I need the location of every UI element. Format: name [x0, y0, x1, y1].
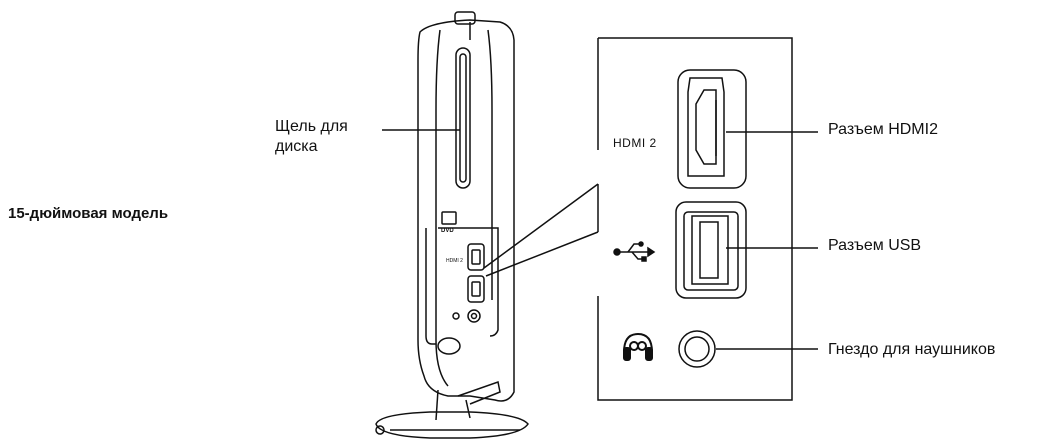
headphone-icon — [623, 332, 653, 361]
device-side-view — [375, 11, 529, 439]
usb-port — [675, 201, 747, 299]
detail-connector-line-2 — [485, 231, 599, 277]
usb-connector-label: Разъем USB — [828, 237, 922, 254]
hdmi-port — [677, 69, 747, 189]
small-hdmi-text: HDMI 2 — [446, 258, 463, 264]
disc-slot — [455, 47, 471, 189]
hdmi-connector-label: Разъем HDMI2 — [828, 121, 938, 138]
disc-slot-label: Щель для диска — [275, 118, 348, 155]
headphone-jack — [678, 330, 716, 368]
model-title: 15-дюймовая модель — [8, 205, 169, 222]
headphone-jack-label: Гнездо для наушников — [828, 341, 996, 358]
detail-panel — [597, 37, 793, 401]
usb-icon — [613, 241, 656, 262]
dvd-logo-text: DVD — [441, 228, 454, 234]
hdmi-port-text: HDMI 2 — [613, 136, 657, 150]
detail-connector-line-1 — [483, 183, 599, 269]
